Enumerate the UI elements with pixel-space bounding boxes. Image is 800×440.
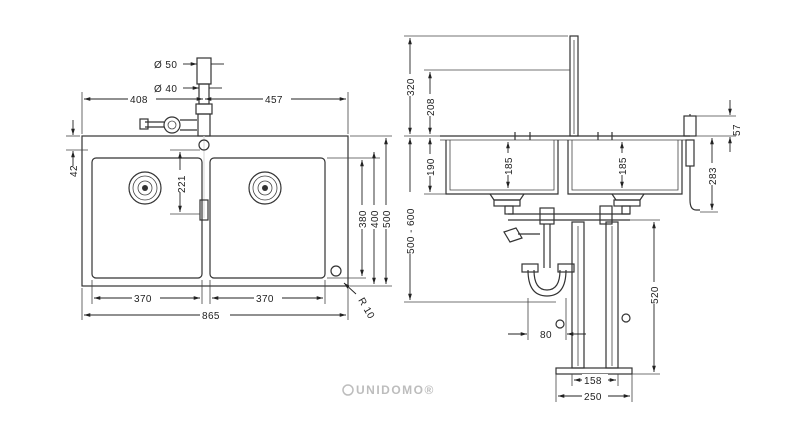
dim-370b-label: 370 [256,294,274,305]
dim-190-label: 190 [426,158,437,176]
side-view: 320 208 190 185 185 500 - 600 57 [404,35,743,403]
dim-380-label: 380 [358,210,369,228]
dim-400-label: 400 [370,210,381,228]
drain-left-icon [128,171,162,205]
left-basin [445,140,559,195]
dim-158-label: 158 [584,376,602,387]
dim-457-label: 457 [265,95,283,106]
right-bowl [209,157,326,279]
watermark: UNIDOMO® [342,383,435,397]
dispenser-icon [683,114,700,211]
dim-370a-label: 370 [134,294,152,305]
dim-57-label: 57 [732,124,743,136]
valve-icon [503,227,540,243]
dim-408-label: 408 [130,95,148,106]
dim-250-label: 250 [584,392,602,403]
watermark-logo-icon [342,384,354,396]
dim-283-label: 283 [708,167,719,185]
dim-208-label: 208 [426,98,437,116]
dim-500-label: 500 [382,210,393,228]
dim-d50-label: Ø 50 [154,60,177,71]
overflow-icon [330,265,342,277]
dim-320-label: 320 [406,78,417,96]
dim-185a-label: 185 [504,157,515,175]
sink-outline [81,135,349,287]
dim-865-label: 865 [202,311,220,322]
drain-right-icon [248,171,282,205]
faucet-side-icon [569,35,579,137]
top-view: Ø 50 Ø 40 408 457 42 221 380 [66,57,393,322]
right-basin [567,140,683,195]
dim-80-label: 80 [540,330,552,341]
watermark-text: UNIDOMO® [356,383,435,397]
dim-42-label: 42 [69,165,80,177]
faucet-top-icon [139,57,213,221]
dim-d40-label: Ø 40 [154,84,177,95]
base-plate [555,367,633,375]
dim-221-label: 221 [177,175,188,193]
dim-r10-label: R 10 [355,296,376,321]
dim-185b-label: 185 [618,157,629,175]
left-bowl [91,157,203,279]
dim-500-600-label: 500 - 600 [406,208,417,254]
dim-520-label: 520 [650,286,661,304]
